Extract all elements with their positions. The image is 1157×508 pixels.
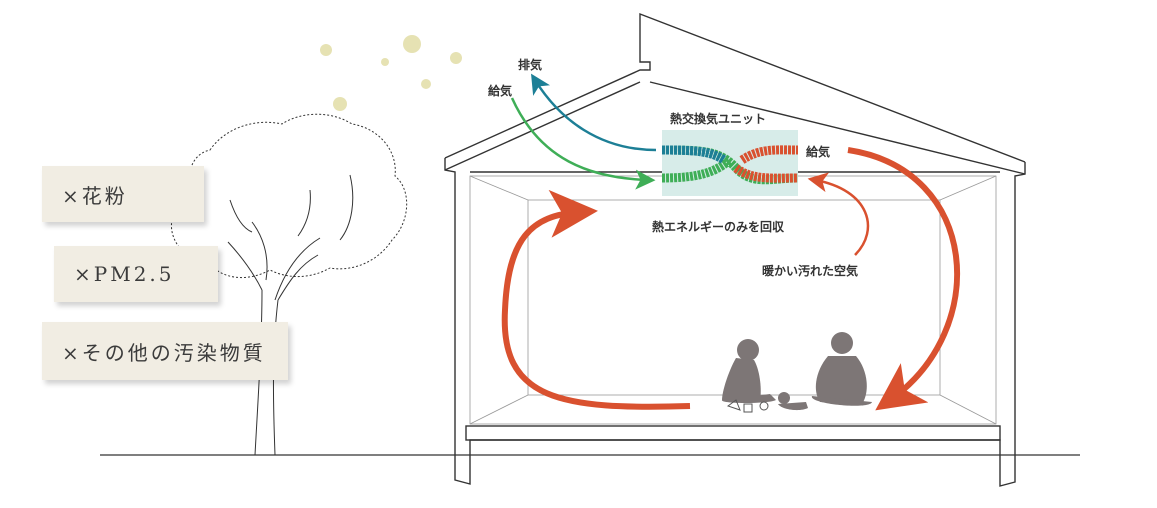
supply-outside-label: 給気 (488, 84, 513, 98)
family-silhouette (721, 332, 872, 413)
house-outline (444, 12, 1026, 487)
exhaust-arrow (531, 73, 657, 152)
pollutants-tag-label: ×その他の汚染物質 (62, 340, 266, 365)
return-loop-arrow (501, 189, 691, 410)
dirty-air-label: 暖かい汚れた空気 (762, 264, 859, 278)
pm25-tag-label: ×PM2.5 (74, 262, 175, 286)
dirty-air-arrow (807, 172, 870, 256)
pollutants-tag: ×その他の汚染物質 (42, 322, 288, 380)
pollen-tag-label: ×花粉 (62, 183, 128, 208)
supply-outside-arrow (510, 97, 656, 190)
heat-recovery-label: 熱エネルギーのみを回収 (652, 220, 785, 234)
pollen-tag: ×花粉 (42, 166, 204, 222)
pm25-tag: ×PM2.5 (54, 246, 218, 302)
heat-exchange-unit (661, 130, 799, 196)
supply-inside-arrow (847, 147, 961, 411)
supply-inside-label: 給気 (806, 145, 831, 159)
pollen-particles (320, 35, 462, 111)
exhaust-label: 排気 (518, 58, 543, 72)
unit-title-label: 熱交換気ユニット (670, 112, 767, 126)
